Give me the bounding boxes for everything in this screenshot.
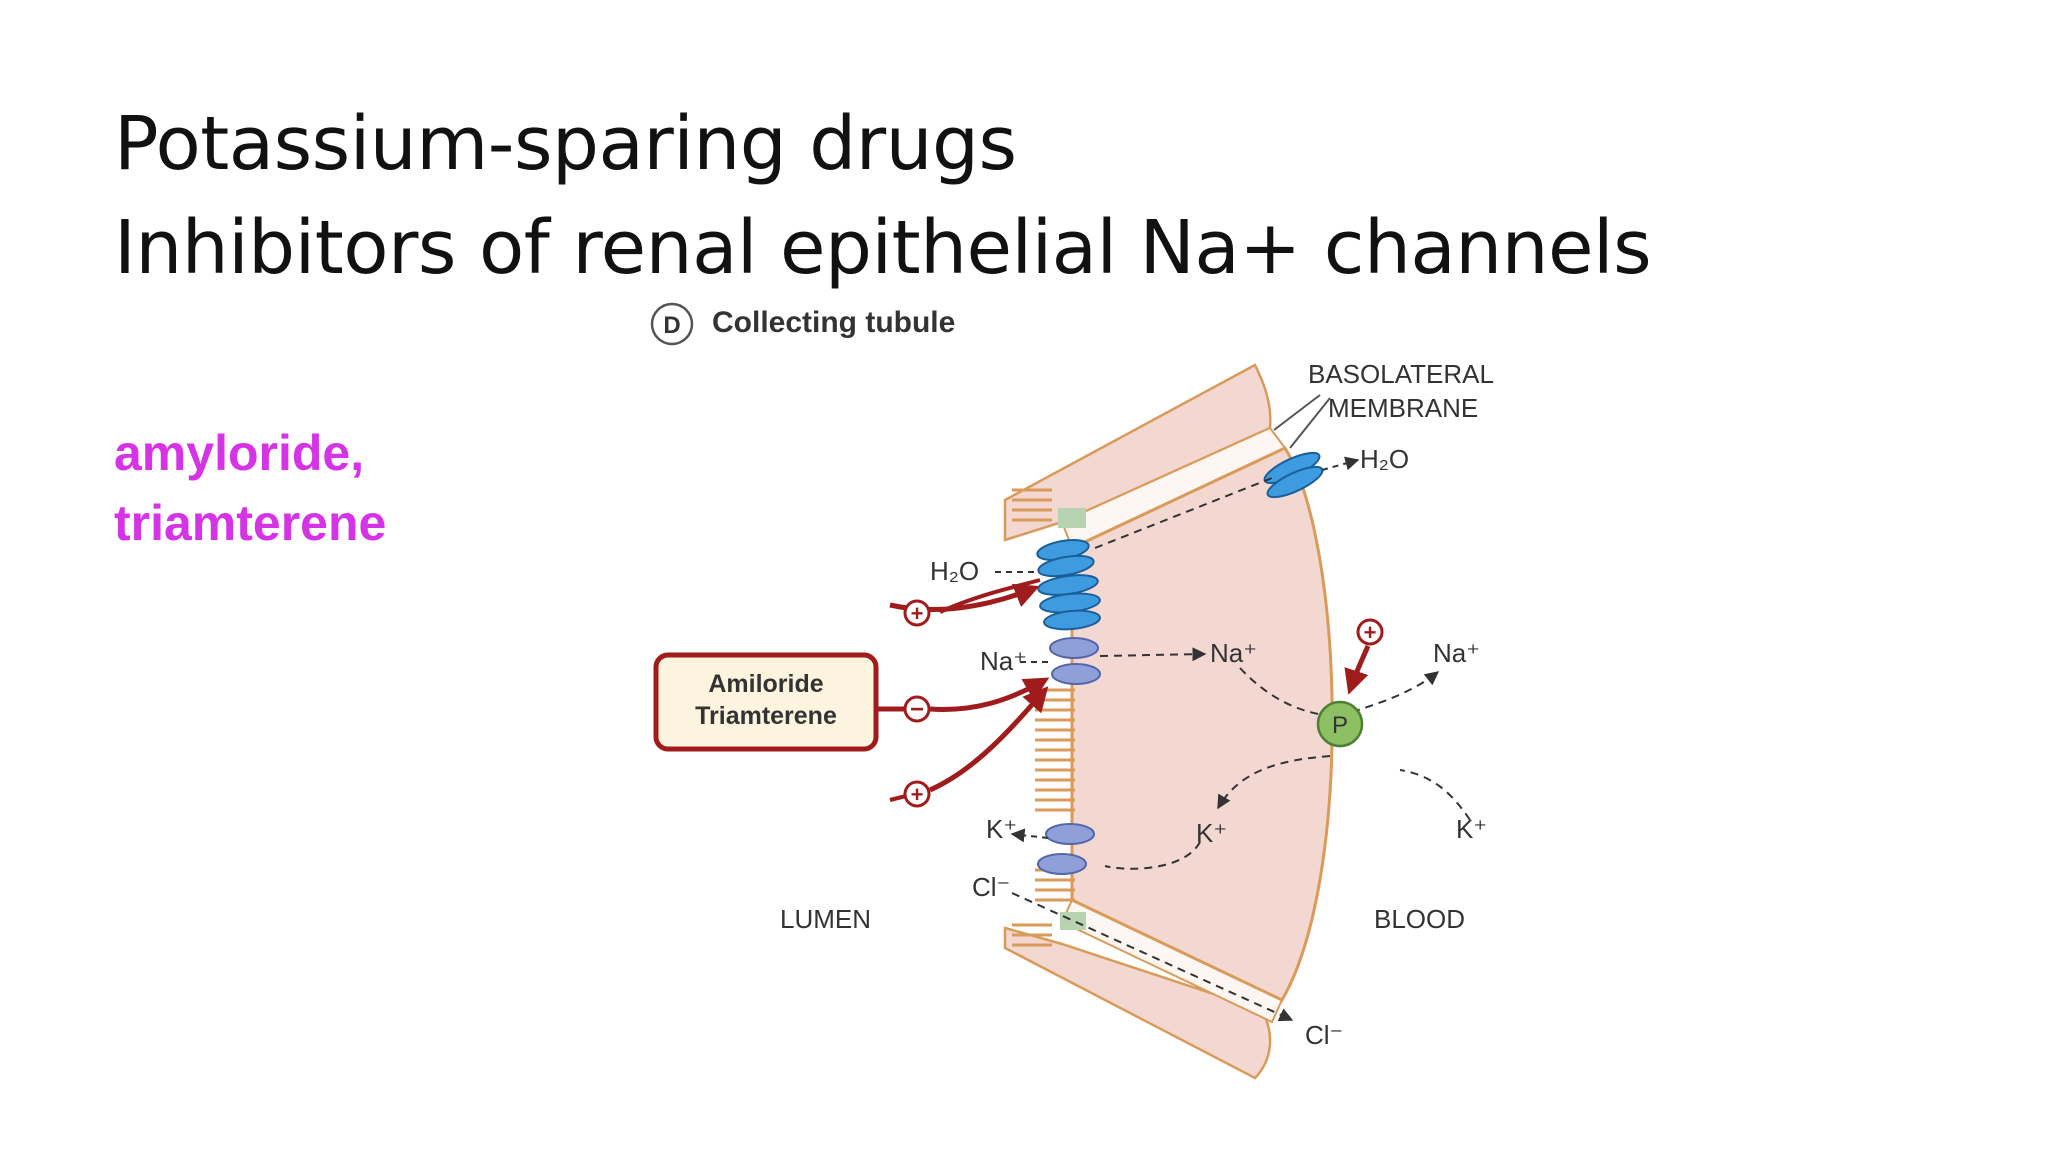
upper-stimulus-plus-badge [903,599,931,627]
k-pump-to-cell [1217,755,1331,810]
h2o-exit-arrow [1321,456,1360,471]
na-exit-arrow [1351,671,1440,713]
drug-list: amyloride, triamterene [114,418,386,558]
basolateral-pointer-1 [1273,394,1321,431]
drug-box [653,652,879,752]
lower-stimulus-plus-badge [903,780,931,808]
lumen-label: LUMEN [780,904,871,934]
h2o-blood-label: H₂O [1360,444,1409,474]
cl-paracellular-path [1011,892,1294,1022]
title-line-2: Inhibitors of renal epithelial Na+ chann… [114,205,1652,291]
title-line-1: Potassium-sparing drugs [114,101,1017,187]
h2o-transcellular-path [1094,477,1273,549]
panel-letter-badge [650,302,694,346]
k-blood-to-pump [1399,769,1471,821]
stimulus-arrow-lower [928,686,1049,793]
k-cell-label: K⁺ [1196,818,1227,848]
pump-stimulus-arrow [1344,645,1371,695]
basolateral-label-line-2: MEMBRANE [1328,393,1478,423]
k-lumen-label: K⁺ [986,814,1017,844]
drug-name-triamterene: triamterene [114,495,387,551]
panel-header: D Collecting tubule [650,302,955,346]
na-cytosol-arrow [1099,647,1207,662]
drug-inhibition-minus: − [910,696,924,723]
drug-inhibition-minus-badge [903,695,931,723]
na-to-pump-curve [1239,667,1331,717]
pump-label: P [1332,712,1348,739]
basolateral-label-line-1: BASOLATERAL [1308,359,1494,389]
drug-box-line-1: Amiloride [708,670,823,698]
k-exit-arrow [1010,828,1049,843]
na-k-pump [1316,700,1364,748]
cl-lumen-label: Cl⁻ [972,872,1010,902]
drug-box-line-2: Triamterene [695,702,837,730]
stimulus-arrow-lower-tail [889,794,907,802]
potassium-channel-romk [1037,823,1095,875]
panel-title: Collecting tubule [712,306,955,339]
junction-marker [1058,508,1086,528]
inhibition-arrow-drug [929,677,1050,712]
na-blood-label: Na⁺ [1433,638,1480,668]
stimulus-arrow-upper-2 [939,578,1041,614]
sodium-channel-enac [1049,637,1101,685]
slide-title: Potassium-sparing drugs Inhibitors of re… [114,92,1652,300]
basolateral-pointer-2 [1289,397,1331,449]
pump-stimulus-plus-badge [1356,618,1384,646]
apical-microvilli [1012,488,1075,947]
principal-cell [1070,446,1334,1002]
na-cell-label: Na⁺ [1210,638,1257,668]
apical-water-channels [1036,539,1101,631]
k-blood-label: K⁺ [1456,814,1487,844]
drug-name-amyloride: amyloride, [114,425,365,481]
cl-blood-label: Cl⁻ [1305,1020,1343,1050]
junction-marker-lower [1060,912,1086,930]
lower-stimulus-plus: + [911,782,924,807]
panel-letter: D [663,312,680,339]
blood-label: BLOOD [1374,904,1465,934]
na-lumen-label: Na⁺ [980,646,1027,676]
h2o-lumen-label: H₂O [930,556,979,586]
upper-stimulus-plus: + [911,601,924,626]
pump-stimulus-plus: + [1364,620,1377,645]
